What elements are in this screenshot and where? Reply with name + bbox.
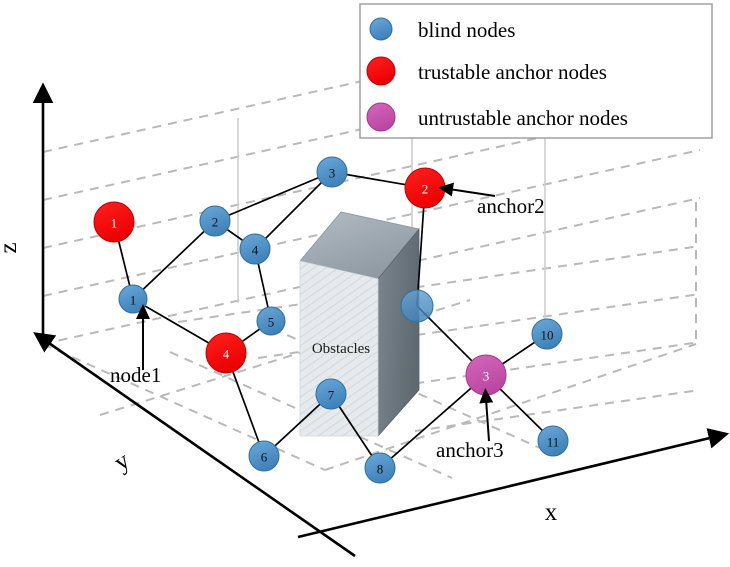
y-axis-label: y xyxy=(109,447,135,477)
edge-link xyxy=(379,374,487,469)
untrustable-anchor-marker xyxy=(366,102,396,132)
blind-node[interactable] xyxy=(364,452,396,484)
trustable-anchor-node[interactable] xyxy=(404,167,446,209)
untrustable-anchor-node[interactable] xyxy=(465,354,507,396)
legend-box xyxy=(359,3,713,139)
legend-label-trustable-anchor-nodes: trustable anchor nodes xyxy=(418,60,607,84)
blind-node[interactable] xyxy=(400,289,434,323)
trustable-anchor-node[interactable] xyxy=(205,332,247,374)
anchor2-annotation-label: anchor2 xyxy=(477,194,545,218)
blind-node[interactable] xyxy=(239,233,271,265)
annotations-group: node1 anchor2 anchor3 xyxy=(110,182,545,462)
blind-node[interactable] xyxy=(248,440,280,472)
x-axis-label: x xyxy=(545,499,558,526)
anchor3-annotation-label: anchor3 xyxy=(436,438,504,462)
blind-node[interactable] xyxy=(531,318,563,350)
legend: blind nodes trustable anchor nodes untru… xyxy=(359,3,713,139)
y-axis-line xyxy=(33,332,356,558)
blind-node[interactable] xyxy=(316,156,348,188)
obstacle-box: Obstacles xyxy=(299,211,420,438)
blind-node-marker xyxy=(369,17,393,41)
axes-group: z y x xyxy=(0,82,730,558)
legend-label-untrustable-anchor-nodes: untrustable anchor nodes xyxy=(418,106,628,130)
anchor3-arrow xyxy=(479,388,494,442)
blind-node[interactable] xyxy=(118,284,148,314)
edge-link xyxy=(254,171,333,250)
blind-node[interactable] xyxy=(256,306,286,336)
node1-annotation-label: node1 xyxy=(110,363,161,387)
edge-link xyxy=(214,171,333,222)
z-axis-label: z xyxy=(0,242,22,253)
trustable-anchor-node[interactable] xyxy=(93,201,135,243)
obstacle-label: Obstacles xyxy=(312,341,370,357)
edge-link xyxy=(132,220,216,300)
anchor2-arrow xyxy=(438,182,496,197)
x-axis-line xyxy=(297,428,730,539)
blind-node[interactable] xyxy=(199,205,231,237)
trustable-anchor-marker xyxy=(366,56,396,86)
blind-node[interactable] xyxy=(537,425,569,457)
legend-label-blind-nodes: blind nodes xyxy=(418,18,515,42)
blind-node[interactable] xyxy=(315,378,347,410)
